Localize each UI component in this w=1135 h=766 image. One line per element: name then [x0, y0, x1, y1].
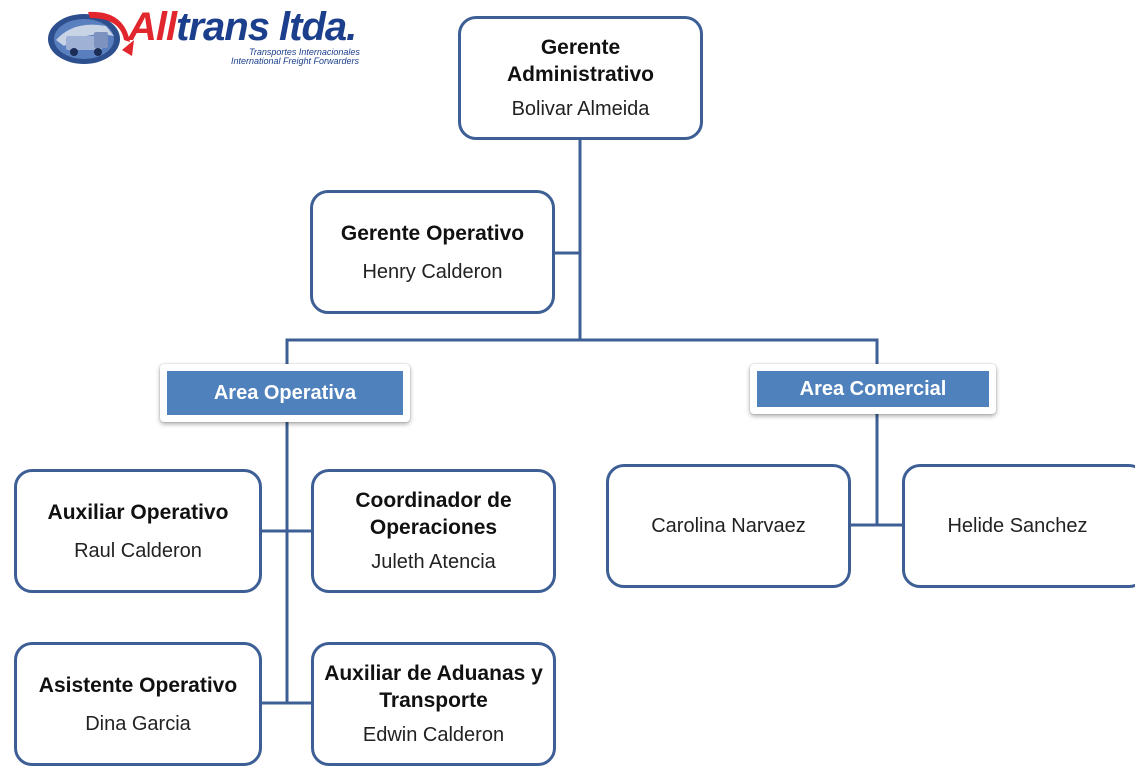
node-comercial-helide: Helide Sanchez [902, 464, 1135, 588]
node-role: Auxiliar Operativo [47, 500, 229, 524]
area-comercial-header: Area Comercial [750, 364, 996, 414]
node-person: Carolina Narvaez [651, 515, 806, 537]
logo-name-rest: trans ltda. [176, 5, 357, 49]
area-operativa-header: Area Operativa [160, 364, 410, 422]
area-label: Area Comercial [757, 371, 989, 407]
node-role: Asistente Operativo [38, 673, 238, 697]
node-auxiliar-aduanas-transporte: Auxiliar de Aduanas y Transporte Edwin C… [311, 642, 556, 766]
area-label: Area Operativa [167, 371, 403, 415]
logo-name-accent: All [128, 5, 177, 49]
node-role: Gerente Administrativo [506, 36, 655, 86]
node-person: Raul Calderon [74, 539, 202, 562]
logo-tagline-spanish: Transportes Internacionales [249, 47, 360, 57]
node-person: Edwin Calderon [362, 724, 505, 746]
node-role: Gerente Operativo [340, 221, 525, 245]
node-comercial-carolina: Carolina Narvaez [606, 464, 851, 588]
node-person: Juleth Atencia [371, 551, 496, 573]
truck-globe-icon [48, 11, 134, 64]
node-asistente-operativo: Asistente Operativo Dina Garcia [14, 642, 262, 766]
node-person: Henry Calderon [362, 260, 503, 283]
node-person: Helide Sanchez [947, 515, 1088, 537]
company-logo: Alltrans ltda. Transportes Internacional… [44, 4, 374, 68]
node-auxiliar-operativo: Auxiliar Operativo Raul Calderon [14, 469, 262, 593]
node-person: Dina Garcia [85, 712, 191, 735]
node-gerente-administrativo: Gerente Administrativo Bolivar Almeida [458, 16, 703, 140]
node-role: Coordinador de Operaciones [355, 489, 512, 539]
node-role: Auxiliar de Aduanas y Transporte [324, 662, 543, 712]
logo-tagline-english: International Freight Forwarders [231, 56, 360, 66]
node-gerente-operativo: Gerente Operativo Henry Calderon [310, 190, 555, 314]
node-person: Bolivar Almeida [511, 98, 650, 120]
node-coordinador-operaciones: Coordinador de Operaciones Juleth Atenci… [311, 469, 556, 593]
logo-wordmark: Alltrans ltda. [128, 4, 357, 50]
